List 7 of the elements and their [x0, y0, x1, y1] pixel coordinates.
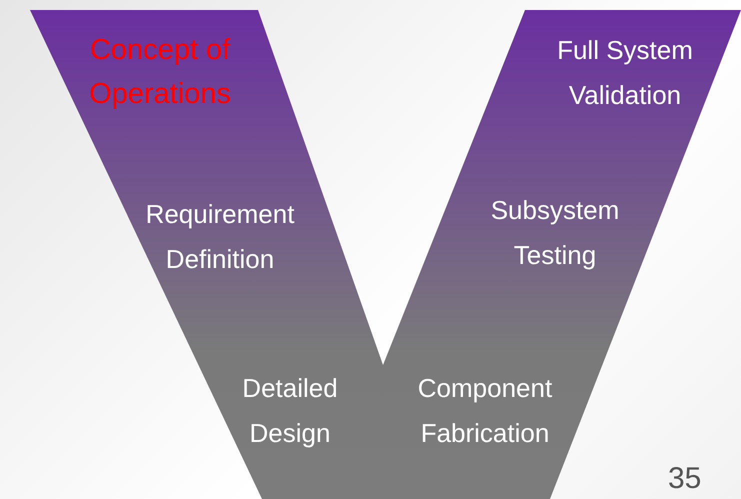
- stage-label: Full System Validation: [520, 28, 730, 118]
- stage-label: Detailed Design: [215, 366, 365, 456]
- page-number: 35: [668, 462, 702, 496]
- stage-label: Component Fabrication: [385, 366, 585, 456]
- stage-label: Subsystem Testing: [450, 188, 660, 278]
- stage-label: Concept of Operations: [40, 28, 280, 116]
- stage-label: Requirement Definition: [110, 192, 330, 282]
